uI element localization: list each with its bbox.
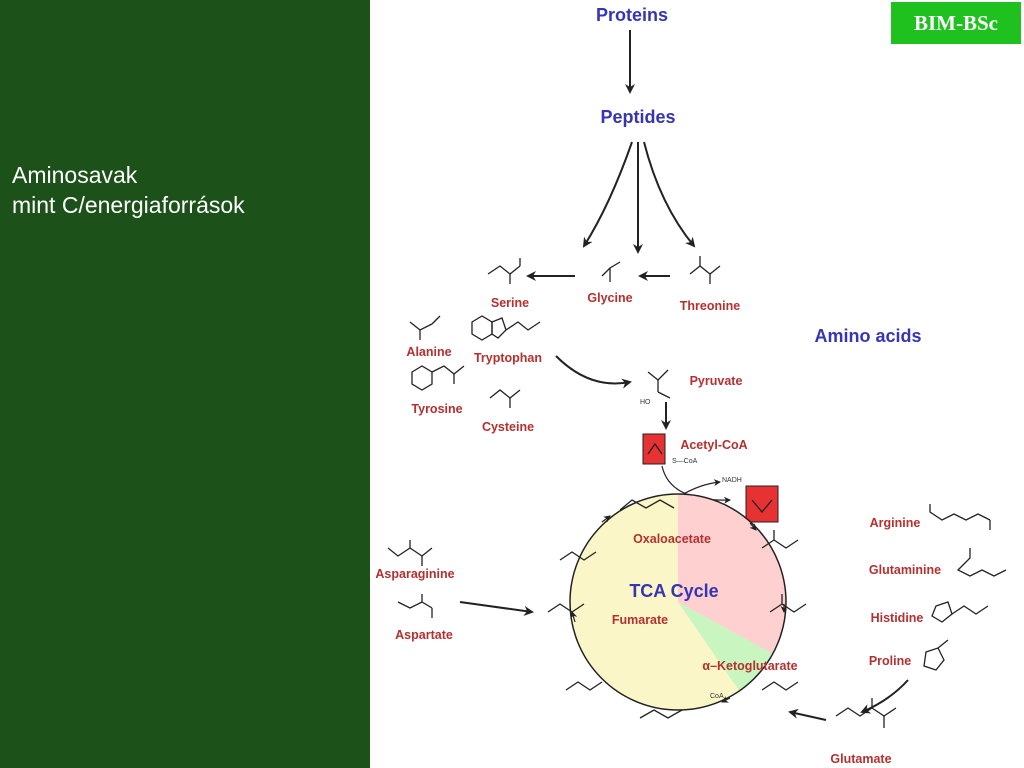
pyruvate-ho: HO [640,399,651,406]
acetyl-group-highlight [642,433,666,465]
cycle-arrow-5 [601,515,611,523]
glutamate-structure [835,698,897,728]
slide-title-line2: mint C/energiaforrások [12,192,245,218]
sidebar-panel: Aminosavak mint C/energiaforrások [0,0,370,768]
amino-acid-catabolism-diagram: Proteins Peptides Amino acids Serine Gly… [375,5,1007,766]
tryptophan-structure [471,315,541,341]
peptides-to-threonine-arrow [643,141,696,248]
slide-title: Aminosavak mint C/energiaforrások [12,160,245,220]
arginine-label: Arginine [870,516,921,530]
tca-cycle-pink-sector [678,493,787,654]
arginine-structure [929,504,991,530]
acetylcoa-label: Acetyl-CoA [680,438,747,452]
cycle-arrow-3 [721,696,731,703]
glycine-label: Glycine [587,291,632,305]
cycle-arrow-4 [570,611,578,623]
proline-structure [923,639,949,671]
aspartate-to-oxaloacetate-arrow [459,601,534,616]
tyrosine-structure [411,365,465,391]
amino-acids-label: Amino acids [814,326,921,346]
glutaminine-structure [956,548,1007,577]
amino-acids-to-pyruvate-arrow [555,355,632,389]
cycle-arrow-1 [749,522,757,531]
tca-cycle-ring [569,493,787,711]
nadh-label: NADH [722,477,742,484]
ketoglutarate-label: α–Ketoglutarate [702,659,797,673]
peptides-to-serine-arrow [582,141,633,248]
acetylcoa-scoa: S—CoA [672,458,698,465]
tca-cycle [569,493,787,711]
serine-label: Serine [491,296,529,310]
threonine-label: Threonine [680,299,740,313]
glutamate-label: Glutamate [830,752,891,766]
tryptophan-label: Tryptophan [474,351,542,365]
alanine-label: Alanine [406,345,451,359]
course-badge: BIM-BSc [891,2,1021,44]
slide-title-line1: Aminosavak [12,162,138,188]
tca-cycle-label: TCA Cycle [629,581,718,601]
amino-acids-to-glutamate-arrow [860,679,909,714]
pyruvate-label: Pyruvate [690,374,743,388]
histidine-label: Histidine [871,611,924,625]
aspartate-label: Aspartate [395,628,453,642]
threonine-structure [689,256,721,284]
acetylcoa-to-citrate-arrow [661,465,731,504]
asparaginine-label: Asparaginine [375,567,454,581]
glycine-structure [601,261,621,282]
serine-structure [487,258,521,284]
carboxyl-highlight [745,485,779,523]
tyrosine-label: Tyrosine [411,402,462,416]
histidine-structure [931,601,989,623]
oxaloacetate-label: Oxaloacetate [633,532,711,546]
pyruvate-structure [647,369,671,399]
peptides-label: Peptides [600,107,675,127]
proteins-label: Proteins [596,5,668,25]
tca-cycle-green-sector [678,602,773,692]
succinylcoa-label: CoA [710,693,724,700]
alanine-structure [409,315,441,340]
cysteine-label: Cysteine [482,420,534,434]
aspartate-structure [397,594,433,618]
tca-intermediate-structures [547,499,807,719]
carboxyl-structure [751,499,773,514]
cysteine-structure [489,389,521,408]
glutamate-to-ketoglutarate-arrow [788,708,827,721]
glutaminine-label: Glutaminine [869,563,941,577]
proline-label: Proline [869,654,911,668]
asparaginine-structure [387,540,433,566]
acetyl-group-structure [647,442,663,455]
fumarate-label: Fumarate [612,613,668,627]
